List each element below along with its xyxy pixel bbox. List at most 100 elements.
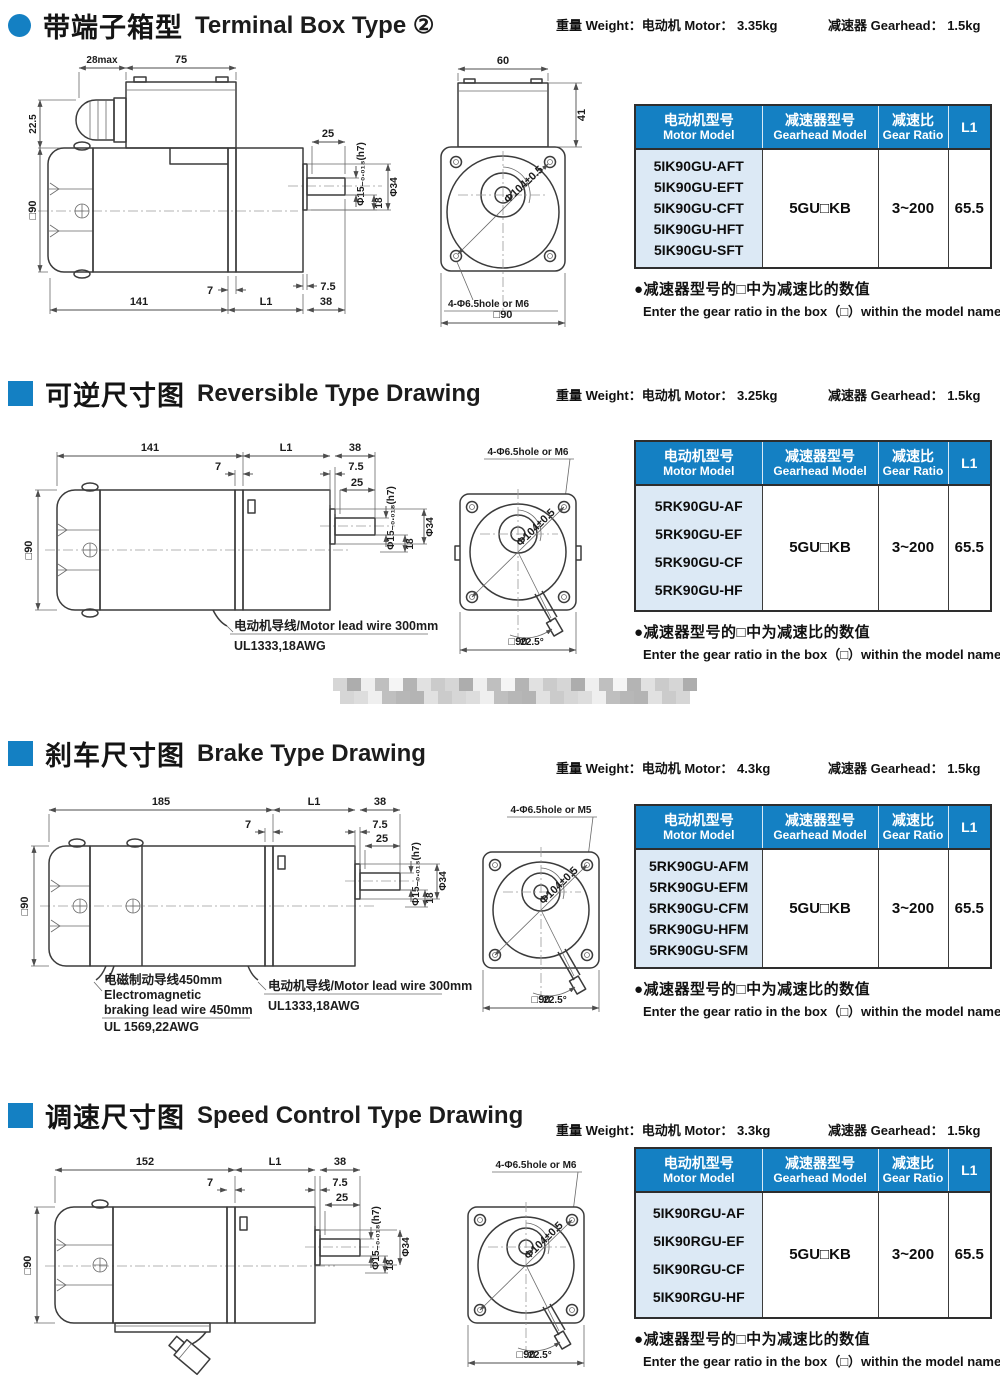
terminal-box-front-view-drawing: 60 41 Φ104±0.5 4-Φ6.5hole or M6 □90 xyxy=(440,55,588,327)
dim-34: Φ34 xyxy=(401,1237,412,1257)
weight-gearhead: 减速器 Gearhead： 1.5kg xyxy=(828,761,981,776)
label-motor-lead-wire: 电动机导线/Motor lead wire 300mm xyxy=(268,978,472,993)
dim-38: 38 xyxy=(374,796,386,808)
section-reversible-type: 可逆尺寸图 Reversible Type Drawing 重量 Weight：… xyxy=(0,368,1000,668)
dim-38: 38 xyxy=(349,442,361,454)
dim-34: Φ34 xyxy=(425,517,436,537)
dim-34: Φ34 xyxy=(389,177,400,197)
blue-circle-bullet-icon xyxy=(8,14,31,37)
motor-model: 5IK90RGU-EF xyxy=(653,1232,745,1249)
weight-motor: 重量 Weight：电动机 Motor： 3.25kg xyxy=(556,388,778,403)
dim-25: 25 xyxy=(336,1192,348,1204)
dim-L1: L1 xyxy=(260,296,273,308)
terminal-box-side-view-drawing: 28max 75 22.5 □90 25 Φ15₋₀.₀₁₈(h7) 18 Φ3… xyxy=(27,54,400,314)
label-flange-holes: 4-Φ6.5hole or M6 xyxy=(495,1160,576,1171)
dim-18: 18 xyxy=(374,197,385,209)
dim-sq90: □90 xyxy=(22,1256,34,1275)
motor-model: 5RK90GU-CF xyxy=(654,553,743,570)
gear-ratio-cell: 3~200 xyxy=(877,1191,949,1319)
dim-7: 7 xyxy=(207,285,213,297)
pixelated-watermark xyxy=(333,678,711,706)
gear-ratio-note: ●减速器型号的□中为减速比的数值 Enter the gear ratio in… xyxy=(634,278,1000,320)
dim-60: 60 xyxy=(497,55,509,67)
brake-side-view-drawing: 185 L1 38 7 7.5 25 Φ15₋₀.₀₁₈(h7) 18 Φ34 … xyxy=(19,796,472,1034)
note-en: Enter the gear ratio in the box（□）within… xyxy=(643,303,1000,319)
section-title-cn: 带端子箱型 xyxy=(43,13,183,43)
section-title-en: Speed Control Type Drawing xyxy=(197,1101,524,1129)
dim-L1: L1 xyxy=(269,1156,282,1168)
motor-model: 5RK90GU-CFM xyxy=(648,900,749,917)
label-motor-lead-wire-spec: UL1333,18AWG xyxy=(234,639,326,653)
section-title-en: Reversible Type Drawing xyxy=(197,379,481,407)
section-terminal-box-type: 带端子箱型 Terminal Box Type ② 重量 Weight：电动机 … xyxy=(0,0,1000,362)
weight-gearhead: 减速器 Gearhead： 1.5kg xyxy=(828,388,981,403)
dim-7-5: 7.5 xyxy=(372,819,387,831)
col-l1: L1 xyxy=(948,441,992,486)
motor-model: 5RK90GU-AF xyxy=(654,497,743,514)
dim-22-5: 22.5 xyxy=(28,114,39,134)
dim-shaft-dia: Φ15₋₀.₀₁₈(h7) xyxy=(411,842,422,906)
blue-square-bullet-icon xyxy=(8,1103,33,1128)
reversible-side-view-drawing: 141 L1 38 7 7.5 25 Φ15₋₀.₀₁₈(h7) 18 Φ34 … xyxy=(23,442,438,653)
gearhead-model-cell: 5GU□KB xyxy=(761,484,879,612)
blue-square-bullet-icon xyxy=(8,741,33,766)
reversible-front-view-drawing: 4-Φ6.5hole or M6 Φ104±0.5 22.5° □90 xyxy=(454,447,582,654)
dim-sq90: □90 xyxy=(27,201,39,220)
dim-25: 25 xyxy=(351,477,363,489)
motor-model: 5RK90GU-SFM xyxy=(649,942,749,959)
note-cn: ●减速器型号的□中为减速比的数值 xyxy=(634,1330,871,1348)
l1-cell: 65.5 xyxy=(947,1191,992,1319)
section-header: 刹车尺寸图 Brake Type Drawing xyxy=(8,734,426,773)
gear-ratio-cell: 3~200 xyxy=(877,484,949,612)
label-motor-lead-wire-spec: UL1333,18AWG xyxy=(268,999,360,1013)
motor-model: 5IK90RGU-HF xyxy=(652,1288,745,1305)
section-brake-type: 刹车尺寸图 Brake Type Drawing 重量 Weight：电动机 M… xyxy=(0,728,1000,1058)
dim-7-5: 7.5 xyxy=(348,461,363,473)
weight-gearhead: 减速器 Gearhead： 1.5kg xyxy=(828,18,981,33)
weight-gearhead: 减速器 Gearhead： 1.5kg xyxy=(828,1123,981,1138)
gear-ratio-cell: 3~200 xyxy=(877,848,949,969)
section-header: 调速尺寸图 Speed Control Type Drawing xyxy=(8,1096,523,1135)
dim-sq90-front: □90 xyxy=(509,636,528,648)
weight-motor: 重量 Weight：电动机 Motor： 4.3kg xyxy=(556,761,771,776)
motor-model: 5RK90GU-HFM xyxy=(648,921,749,938)
motor-model: 5RK90GU-HF xyxy=(654,581,743,598)
dim-7: 7 xyxy=(215,461,221,473)
dim-141: 141 xyxy=(130,296,148,308)
dim-38: 38 xyxy=(334,1156,346,1168)
section-header: 带端子箱型 Terminal Box Type ② xyxy=(8,6,434,45)
label-brake-wire-en1: Electromagnetic xyxy=(104,988,201,1002)
gear-ratio-note: ●减速器型号的□中为减速比的数值 Enter the gear ratio in… xyxy=(634,1328,1000,1370)
dim-shaft-dia: Φ15₋₀.₀₁₈(h7) xyxy=(356,142,367,206)
dim-185: 185 xyxy=(152,796,170,808)
note-cn: ●减速器型号的□中为减速比的数值 xyxy=(634,980,871,998)
gear-ratio-note: ●减速器型号的□中为减速比的数值 Enter the gear ratio in… xyxy=(634,621,1000,663)
gearhead-model-cell: 5GU□KB xyxy=(761,148,879,269)
dim-141: 141 xyxy=(141,442,159,454)
note-en: Enter the gear ratio in the box（□）within… xyxy=(643,646,1000,662)
motor-model: 5IK90GU-HFT xyxy=(653,221,744,238)
label-flange-holes: 4-Φ6.5hole or M5 xyxy=(510,805,591,816)
section-title-en: Terminal Box Type ② xyxy=(195,12,435,39)
section-title-cn: 可逆尺寸图 xyxy=(45,381,185,411)
l1-cell: 65.5 xyxy=(947,148,992,269)
section-header: 可逆尺寸图 Reversible Type Drawing xyxy=(8,374,481,413)
dim-shaft-dia: Φ15₋₀.₀₁₈(h7) xyxy=(386,486,397,550)
dim-7-5: 7.5 xyxy=(332,1177,347,1189)
label-motor-lead-wire: 电动机导线/Motor lead wire 300mm xyxy=(234,618,438,633)
dim-28max: 28max xyxy=(86,55,118,66)
